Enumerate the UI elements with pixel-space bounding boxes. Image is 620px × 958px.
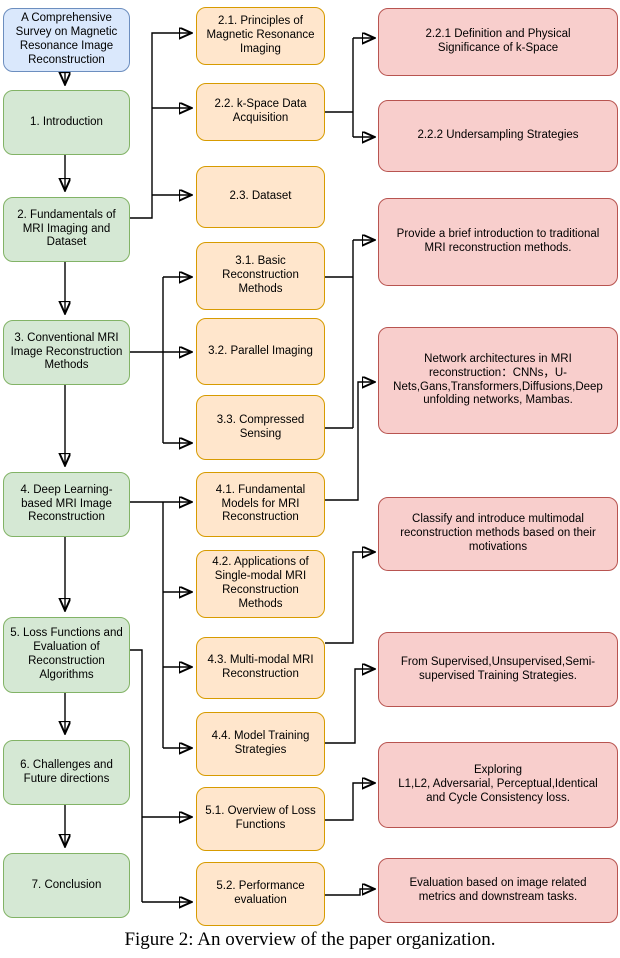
node-note-2-2-1: 2.2.1 Definition and Physical Significan…: [378, 8, 618, 76]
node-note-architectures: Network architectures in MRI reconstruct…: [378, 327, 618, 434]
figure-caption: Figure 2: An overview of the paper organ…: [124, 929, 496, 950]
node-note-traditional: Provide a brief introduction to traditio…: [378, 198, 618, 286]
node-subsection-4-2: 4.2. Applications of Single-modal MRI Re…: [196, 550, 325, 618]
node-subsection-3-3: 3.3. Compressed Sensing: [196, 395, 325, 460]
node-section-5: 5. Loss Functions and Evaluation of Reco…: [3, 617, 130, 693]
node-subsection-2-3: 2.3. Dataset: [196, 166, 325, 228]
node-section-4: 4. Deep Learning- based MRI Image Recons…: [3, 472, 130, 537]
node-note-training: From Supervised,Unsupervised,Semi- super…: [378, 632, 618, 707]
node-subsection-4-3: 4.3. Multi-modal MRI Reconstruction: [196, 637, 325, 699]
node-subsection-2-1: 2.1. Principles of Magnetic Resonance Im…: [196, 7, 325, 65]
node-survey-title: A Comprehensive Survey on Magnetic Reson…: [3, 8, 130, 72]
node-subsection-4-1: 4.1. Fundamental Models for MRI Reconstr…: [196, 472, 325, 537]
node-section-1: 1. Introduction: [3, 90, 130, 155]
node-section-2: 2. Fundamentals of MRI Imaging and Datas…: [3, 197, 130, 262]
node-subsection-4-4: 4.4. Model Training Strategies: [196, 712, 325, 776]
node-subsection-2-2: 2.2. k-Space Data Acquisition: [196, 83, 325, 141]
node-section-3: 3. Conventional MRI Image Reconstruction…: [3, 320, 130, 385]
node-subsection-5-2: 5.2. Performance evaluation: [196, 862, 325, 926]
node-note-loss: Exploring L1,L2, Adversarial, Perceptual…: [378, 742, 618, 828]
node-note-evaluation: Evaluation based on image related metric…: [378, 858, 618, 923]
node-note-multimodal: Classify and introduce multimodal recons…: [378, 497, 618, 571]
node-subsection-3-1: 3.1. Basic Reconstruction Methods: [196, 242, 325, 310]
node-section-7: 7. Conclusion: [3, 853, 130, 918]
node-subsection-5-1: 5.1. Overview of Loss Functions: [196, 787, 325, 851]
node-subsection-3-2: 3.2. Parallel Imaging: [196, 318, 325, 385]
node-note-2-2-2: 2.2.2 Undersampling Strategies: [378, 100, 618, 172]
node-section-6: 6. Challenges and Future directions: [3, 740, 130, 805]
